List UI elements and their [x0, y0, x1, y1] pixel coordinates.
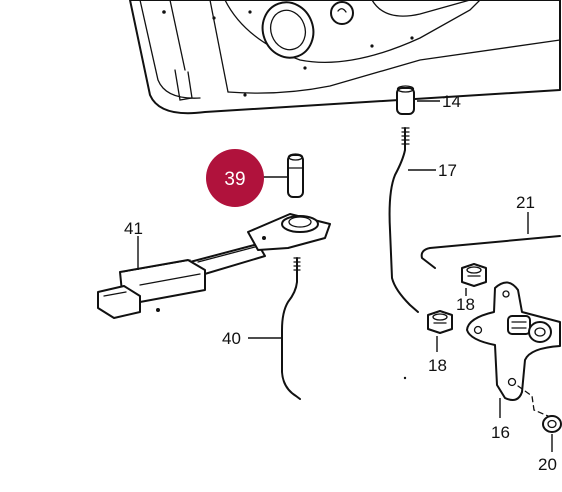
part-21-rod: [420, 235, 561, 269]
part-41-lock-assembly: [97, 213, 331, 319]
callout-20: 20: [538, 455, 557, 474]
part-16-bracket: [466, 281, 561, 401]
part-14-pin: [396, 85, 415, 115]
callout-21: 21: [516, 193, 535, 212]
part-18-fastener-upper: [461, 263, 487, 287]
door-panel: [129, 0, 561, 115]
callout-18-upper: 18: [456, 295, 475, 314]
stray-dot: [403, 376, 407, 380]
dashed-guide-20: [517, 385, 549, 417]
callout-17: 17: [438, 161, 457, 180]
part-20-washer: [542, 415, 562, 433]
callout-40: 40: [222, 329, 241, 348]
callout-41: 41: [124, 219, 143, 238]
callout-16: 16: [491, 423, 510, 442]
part-17-rod: [388, 127, 419, 313]
callout-39: 39: [224, 169, 245, 190]
part-18-fastener-lower: [427, 310, 453, 334]
part-40-rod: [281, 257, 301, 400]
callout-39-badge: [206, 149, 264, 207]
callout-18-lower: 18: [428, 356, 447, 375]
callout-14: 14: [442, 92, 461, 111]
part-39-pin: [287, 153, 304, 198]
